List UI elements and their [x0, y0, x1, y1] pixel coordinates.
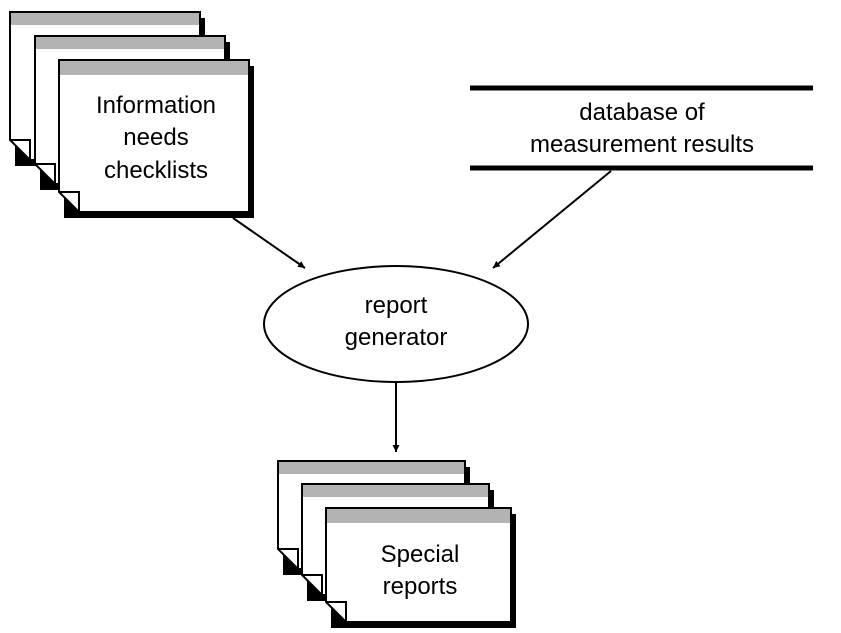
checklists-label-line-3: checklists — [104, 157, 208, 184]
reports-label-line-1: Special — [381, 541, 460, 568]
checklists-document-stack[interactable]: Information needs checklists — [9, 11, 254, 218]
report-generator-process[interactable]: report generator — [263, 265, 529, 383]
measurement-database-store[interactable]: database of measurement results — [470, 85, 813, 171]
generator-label-line-2: generator — [345, 324, 448, 351]
report-generator-ellipse — [263, 265, 529, 383]
checklists-label-line-1: Information — [96, 92, 216, 119]
checklists-label-line-2: needs — [123, 124, 188, 151]
database-label-line-2: measurement results — [530, 131, 754, 158]
generator-label-line-1: report — [365, 292, 428, 319]
reports-page-front — [325, 507, 516, 628]
database-label-line-1: database of — [579, 99, 705, 126]
checklists-page-front — [58, 59, 254, 218]
special-reports-document-stack[interactable]: Special reports — [277, 460, 516, 628]
checklists-to-generator-arrow — [232, 217, 306, 269]
reports-label-line-2: reports — [383, 573, 458, 600]
database-to-generator-arrow — [492, 170, 612, 269]
